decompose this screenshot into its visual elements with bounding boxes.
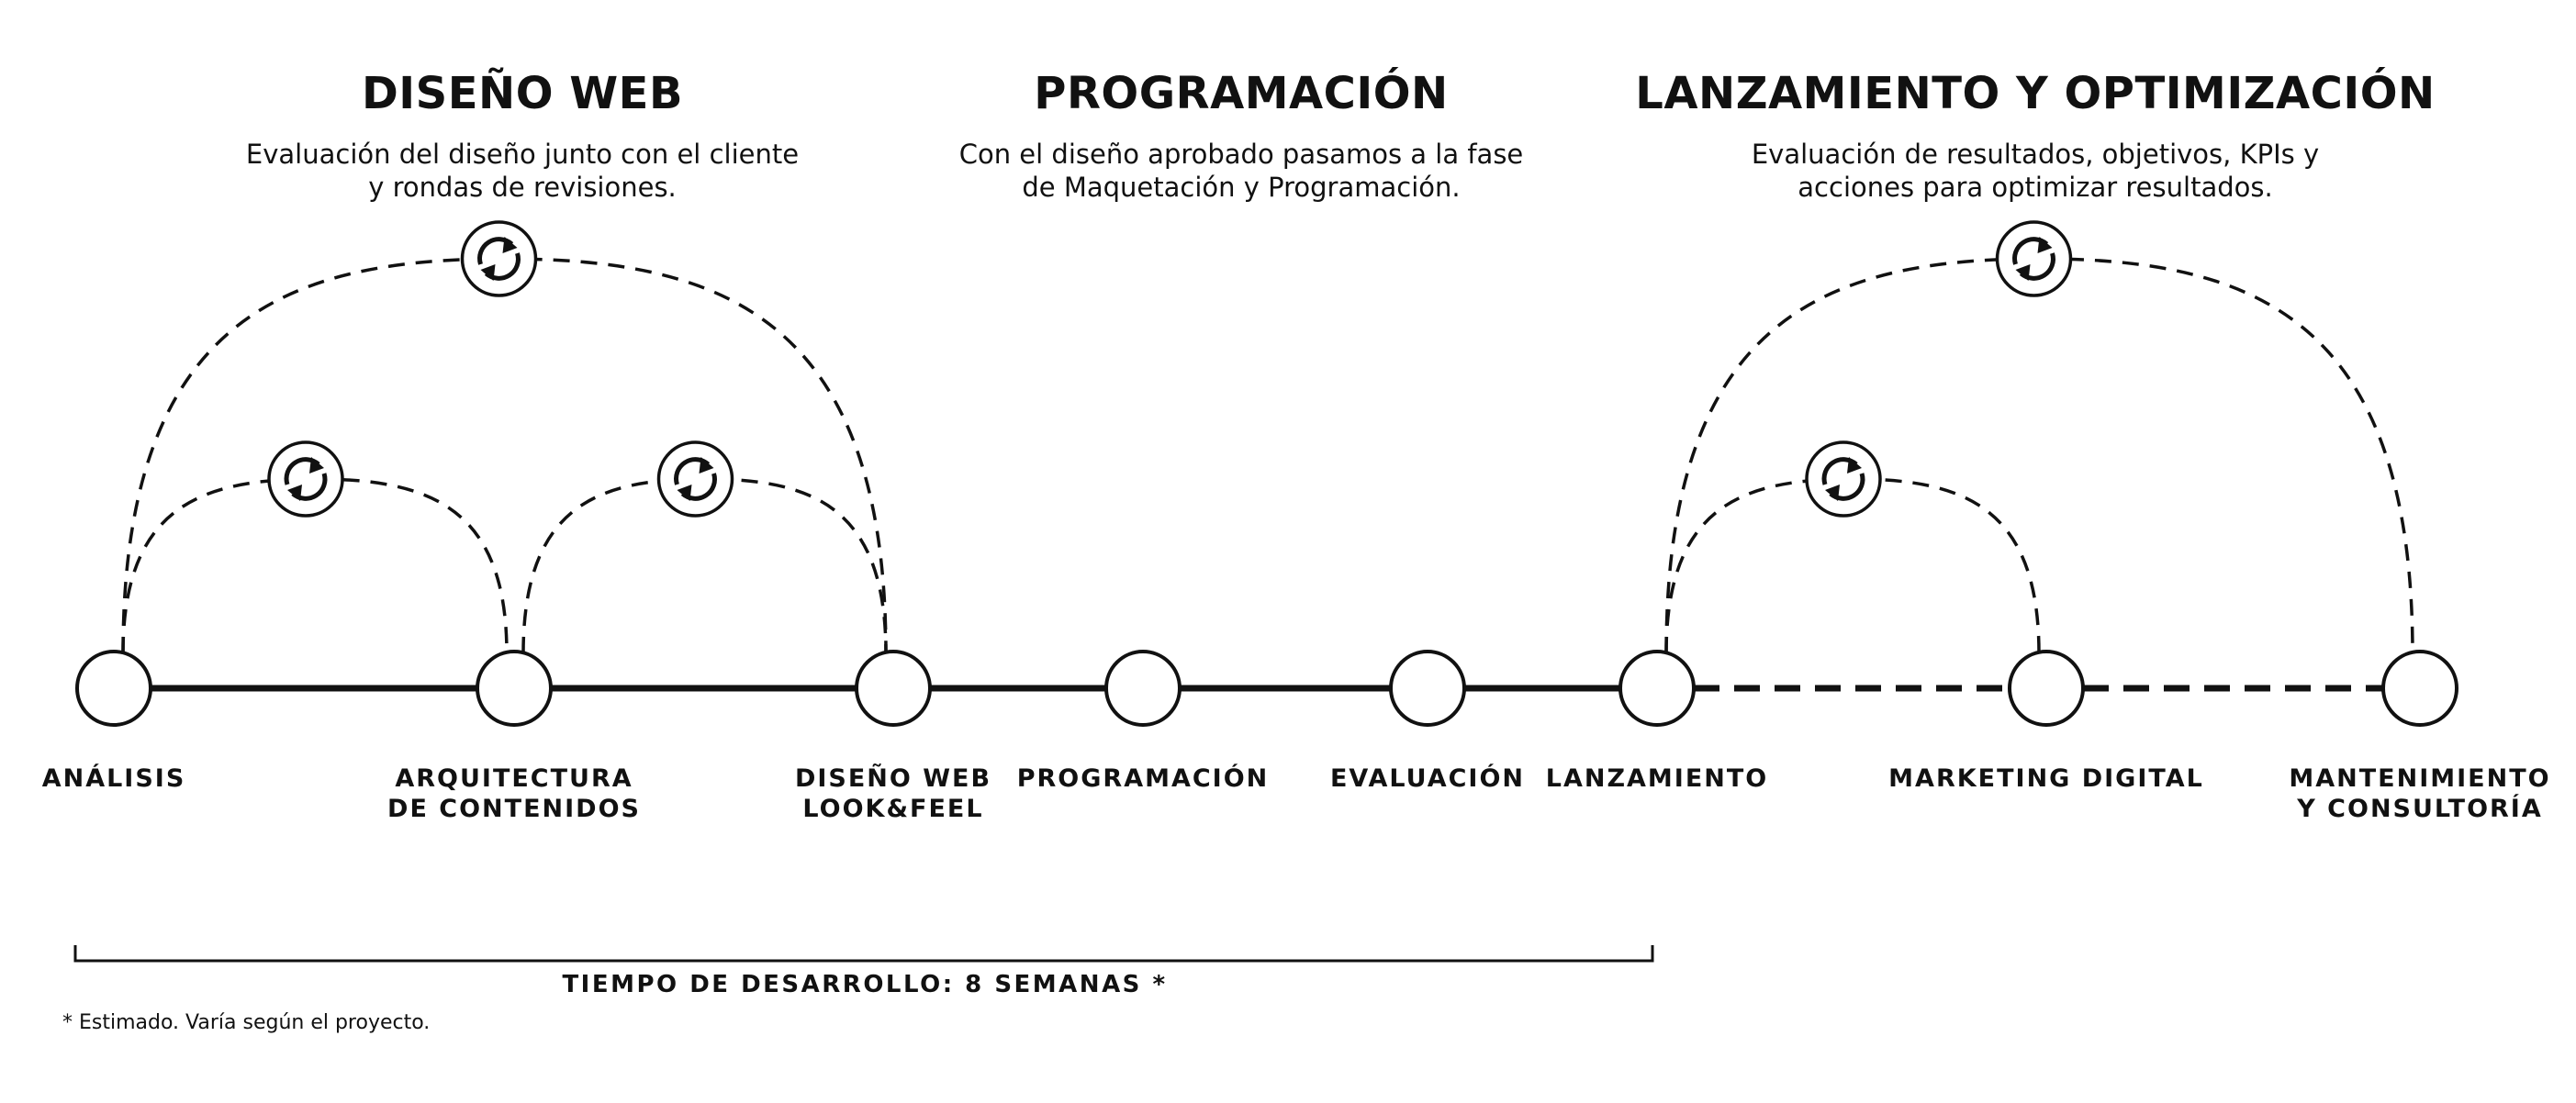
step-node [75, 650, 152, 727]
refresh-icon [1805, 440, 1882, 518]
refresh-icon [460, 220, 538, 297]
iteration-arcs [121, 257, 2414, 654]
phase-title: PROGRAMACIÓN [1034, 68, 1449, 119]
step-node [855, 650, 932, 727]
step-label-marketing: MARKETING DIGITAL [1888, 764, 2204, 793]
development-time-bracket [73, 945, 1654, 963]
iteration-arc [1664, 477, 2041, 654]
timeline-nodes [75, 650, 2458, 727]
phase-programacion: PROGRAMACIÓN Con el diseño aprobado pasa… [959, 68, 1524, 204]
step-node [1618, 650, 1696, 727]
iteration-arc [521, 477, 888, 654]
phase-lanzamiento-optimizacion: LANZAMIENTO Y OPTIMIZACIÓN Evaluación de… [1635, 68, 2435, 204]
refresh-icon [656, 440, 734, 518]
phase-title: LANZAMIENTO Y OPTIMIZACIÓN [1635, 68, 2436, 119]
phase-description: Evaluación del diseño junto con el clien… [245, 139, 800, 203]
step-label-programacion: PROGRAMACIÓN [1016, 764, 1270, 793]
step-label-analisis: ANÁLISIS [41, 764, 186, 793]
step-label-arquitectura: ARQUITECTURA DE CONTENIDOS [387, 764, 641, 823]
step-node [1389, 650, 1466, 727]
step-label-lanzamiento: LANZAMIENTO [1545, 764, 1769, 793]
iteration-arc [121, 477, 509, 654]
refresh-icon [267, 440, 344, 518]
step-label-evaluacion: EVALUACIÓN [1329, 764, 1526, 793]
step-label-mantenimiento: MANTENIMIENTO Y CONSULTORÍA [2289, 764, 2551, 823]
step-node [2008, 650, 2085, 727]
phase-description: Con el diseño aprobado pasamos a la fase… [958, 139, 1524, 203]
footnote: * Estimado. Varía según el proyecto. [62, 1011, 431, 1034]
step-node [1104, 650, 1182, 727]
phase-title: DISEÑO WEB [361, 68, 684, 119]
step-node [2381, 650, 2458, 727]
development-time-label: TIEMPO DE DESARROLLO: 8 SEMANAS * [562, 971, 1168, 998]
refresh-icon [1995, 220, 2073, 297]
step-node [476, 650, 553, 727]
iteration-arc [1664, 257, 2414, 654]
phase-diseno-web: DISEÑO WEB Evaluación del diseño junto c… [246, 68, 799, 204]
iteration-arc [121, 257, 888, 654]
step-label-diseno-web: DISEÑO WEB LOOK&FEEL [794, 764, 992, 823]
iteration-icons [267, 220, 2073, 518]
phase-description: Evaluación de resultados, objetivos, KPI… [1751, 139, 2320, 203]
